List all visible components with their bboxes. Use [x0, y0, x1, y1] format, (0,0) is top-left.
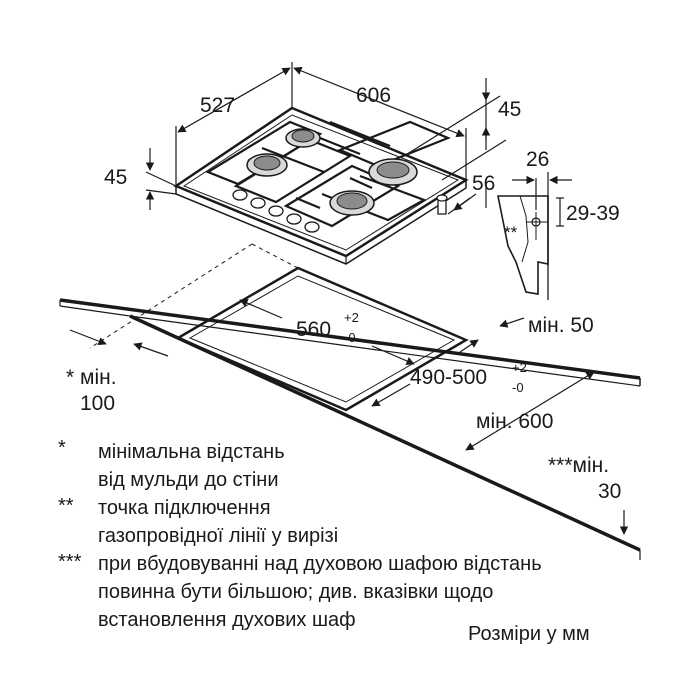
knob-4 — [286, 213, 302, 225]
control-knobs — [232, 189, 320, 233]
dim-min-100 — [69, 329, 169, 357]
cutout-outline — [175, 266, 469, 412]
dim-min-600 — [465, 371, 595, 451]
note-2-symbol: ** — [58, 495, 74, 517]
label-detail-marker: ** — [504, 223, 518, 242]
label-560-tol-plus: +2 — [344, 310, 359, 325]
dim-min-50 — [499, 317, 525, 328]
knob-3 — [268, 205, 284, 217]
knob-1 — [232, 189, 248, 201]
label-26: 26 — [526, 148, 549, 171]
units-note: Розміри у мм — [468, 623, 590, 645]
note-1-line-2: від мульди до стіни — [98, 469, 279, 491]
label-560-tol-minus: -0 — [344, 330, 356, 345]
label-45-left: 45 — [104, 166, 127, 189]
label-min-30-line2: 30 — [598, 480, 621, 503]
gas-connector — [436, 194, 448, 215]
burner-rear-left — [285, 128, 321, 148]
dim-min-30 — [619, 510, 641, 560]
dim-56 — [447, 180, 487, 215]
burner-rear-right — [368, 158, 418, 186]
dim-606 — [293, 66, 467, 180]
note-1-line-1: мінімальна відстань — [98, 441, 285, 463]
note-3-line-3: встановлення духових шаф — [98, 609, 356, 631]
burner-front-right — [329, 190, 375, 216]
dim-26 — [512, 172, 572, 210]
dim-490-500 — [371, 339, 479, 407]
knob-2 — [250, 197, 266, 209]
dim-29-39 — [556, 197, 564, 227]
note-3-symbol: *** — [58, 551, 82, 573]
label-min-100-line2: 100 — [80, 392, 115, 415]
label-560: 560 — [296, 318, 331, 341]
label-490-tol-plus: +2 — [512, 360, 527, 375]
label-min-30-line1: ***мін. — [548, 454, 609, 477]
note-1-symbol: * — [58, 437, 66, 459]
note-2-line-1: точка підключення — [98, 497, 271, 519]
burner-front-left — [246, 153, 288, 177]
label-29-39: 29-39 — [566, 202, 620, 225]
dim-560 — [239, 299, 415, 365]
detail-profile — [497, 195, 549, 300]
label-min-600: мін. 600 — [476, 410, 553, 433]
hob — [173, 106, 469, 265]
note-3-line-1: при вбудовуванні над духовою шафою відст… — [98, 553, 542, 575]
label-527: 527 — [200, 94, 235, 117]
label-min-50: мін. 50 — [528, 314, 594, 337]
label-56: 56 — [472, 172, 495, 195]
note-2-line-2: газопровідної лінії у вирізі — [98, 525, 339, 547]
knob-5 — [304, 221, 320, 233]
label-490-500: 490-500 — [410, 366, 487, 389]
projection-dashes — [89, 243, 299, 349]
dim-527 — [175, 62, 293, 186]
label-490-tol-minus: -0 — [512, 380, 524, 395]
dim-45-right — [403, 78, 507, 181]
label-min-100-line1: * мін. — [66, 366, 117, 389]
note-3-line-2: повинна бути більшою; див. вказівки щодо — [98, 581, 494, 603]
label-45-right: 45 — [498, 98, 521, 121]
dim-45-left — [145, 148, 177, 210]
label-606: 606 — [356, 84, 391, 107]
